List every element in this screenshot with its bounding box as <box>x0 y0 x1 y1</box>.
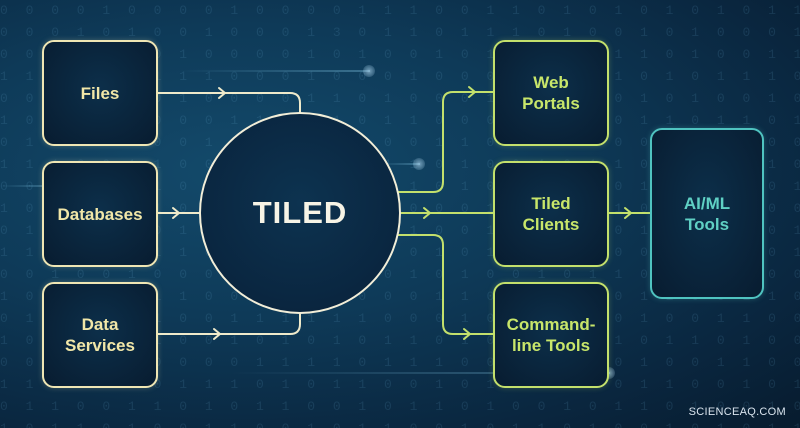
node-label: AI/ML Tools <box>683 193 731 234</box>
credit-watermark: SCIENCEAQ.COM <box>688 406 786 418</box>
node-label: Files <box>80 83 120 103</box>
arrow-icon <box>423 207 431 219</box>
edge-files-to-hub <box>157 92 301 114</box>
arrow-icon <box>172 207 180 219</box>
arrow-icon <box>218 87 226 99</box>
node-label: Command-line Tools <box>506 315 596 355</box>
node-label: Databases <box>57 204 143 224</box>
arrow-icon <box>624 207 632 219</box>
edge-dataservices-to-hub <box>157 312 301 335</box>
light-streak <box>180 65 375 77</box>
light-streak <box>380 158 425 170</box>
output-node-command-line-tools: Command-line Tools <box>493 282 609 388</box>
output-node-tiled-clients: Tiled Clients <box>493 161 609 267</box>
node-label: Tiled Clients <box>522 194 580 234</box>
input-node-files: Files <box>42 40 158 146</box>
downstream-node-ai-ml-tools: AI/ML Tools <box>650 128 764 299</box>
edge-hub-to-webportals <box>397 91 494 193</box>
hub-node-tiled: TILED <box>199 112 401 314</box>
input-node-data-services: Data Services <box>42 282 158 388</box>
output-node-web-portals: Web Portals <box>493 40 609 146</box>
arrow-icon <box>213 328 221 340</box>
edge-hub-to-commandline <box>397 234 494 335</box>
arrow-icon <box>463 328 471 340</box>
node-label: Data Services <box>65 315 135 355</box>
input-node-databases: Databases <box>42 161 158 267</box>
arrow-icon <box>468 86 476 98</box>
hub-label: TILED <box>252 195 348 230</box>
node-label: Web Portals <box>522 73 580 113</box>
